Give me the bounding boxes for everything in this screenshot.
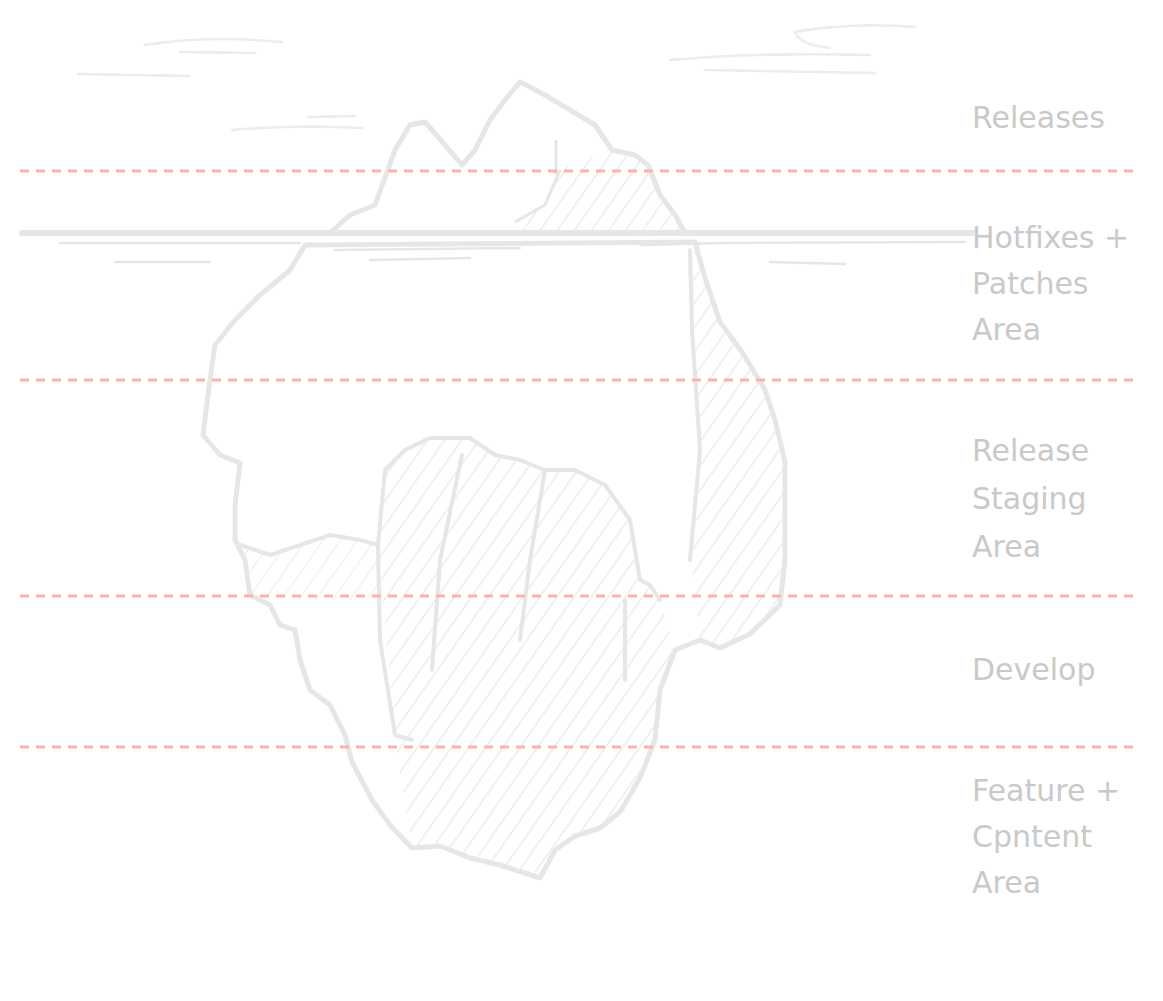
- zone-label: Develop: [972, 647, 1142, 693]
- iceberg-tip-crack: [515, 140, 560, 222]
- iceberg-inner-contour: [432, 455, 462, 670]
- zone-divider: [20, 379, 1133, 382]
- iceberg-inner-contour: [690, 250, 700, 560]
- zone-label: Releases: [972, 95, 1142, 141]
- iceberg-inner-contour: [520, 470, 625, 680]
- zone-label: Feature + Cpntent Area: [972, 768, 1142, 906]
- iceberg-hatch: [515, 150, 685, 233]
- zone-label: Hotfixes + Patches Area: [972, 215, 1142, 353]
- iceberg-underwater: [203, 242, 785, 878]
- iceberg-hatch: [240, 535, 380, 600]
- zone-divider: [20, 170, 1133, 173]
- water-line: [22, 230, 972, 236]
- iceberg-inner-contour: [378, 545, 412, 740]
- iceberg-hatch: [690, 242, 785, 648]
- iceberg-tip: [330, 82, 685, 233]
- water-streak: [60, 242, 965, 264]
- zone-label: Release Staging Area: [972, 427, 1142, 571]
- zone-divider: [20, 595, 1133, 598]
- iceberg-hatch: [378, 438, 675, 878]
- zone-divider: [20, 746, 1133, 749]
